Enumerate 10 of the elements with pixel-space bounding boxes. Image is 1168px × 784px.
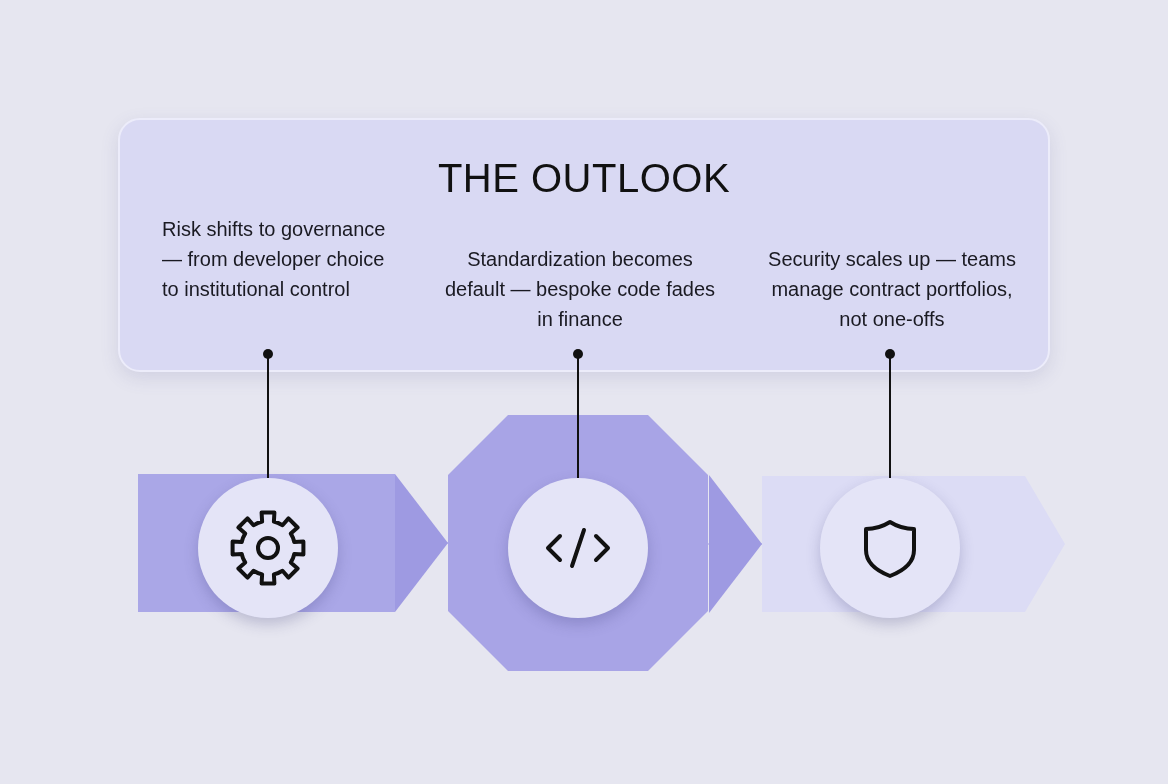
leader-line [885,349,895,479]
arrow [394,474,449,612]
panel-title: THE OUTLOOK [436,156,732,201]
outlook-point-text: Security scales up — teams manage contract portfolios, not one-offs [767,247,1017,332]
outlook-point-text: Risk shifts to governance — from developer choice to institutional control [162,217,387,302]
outlook-point-text: Standardization becomes default — bespoke code fades in finance [443,247,717,332]
leader-line [263,349,273,479]
outlook-panel [118,118,1050,372]
arrow [707,475,763,613]
leader-line [573,349,583,479]
